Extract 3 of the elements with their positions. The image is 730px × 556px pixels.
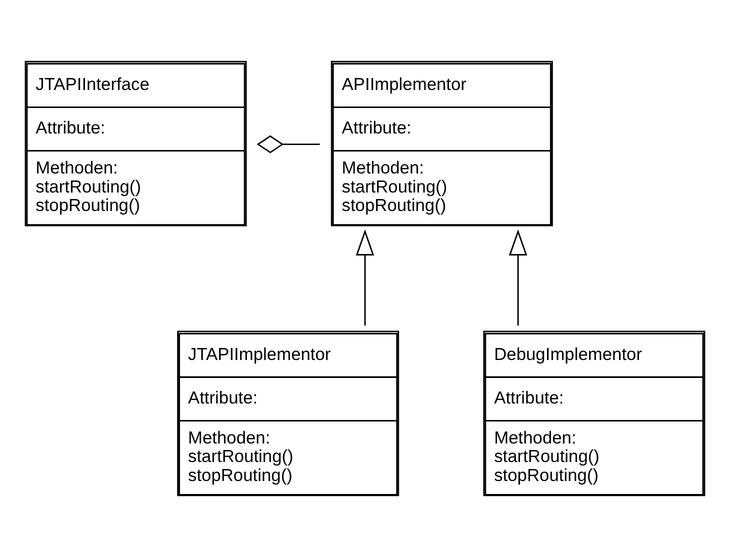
arrow — [356, 228, 374, 326]
arrow — [508, 228, 528, 326]
connector — [256, 134, 320, 153]
